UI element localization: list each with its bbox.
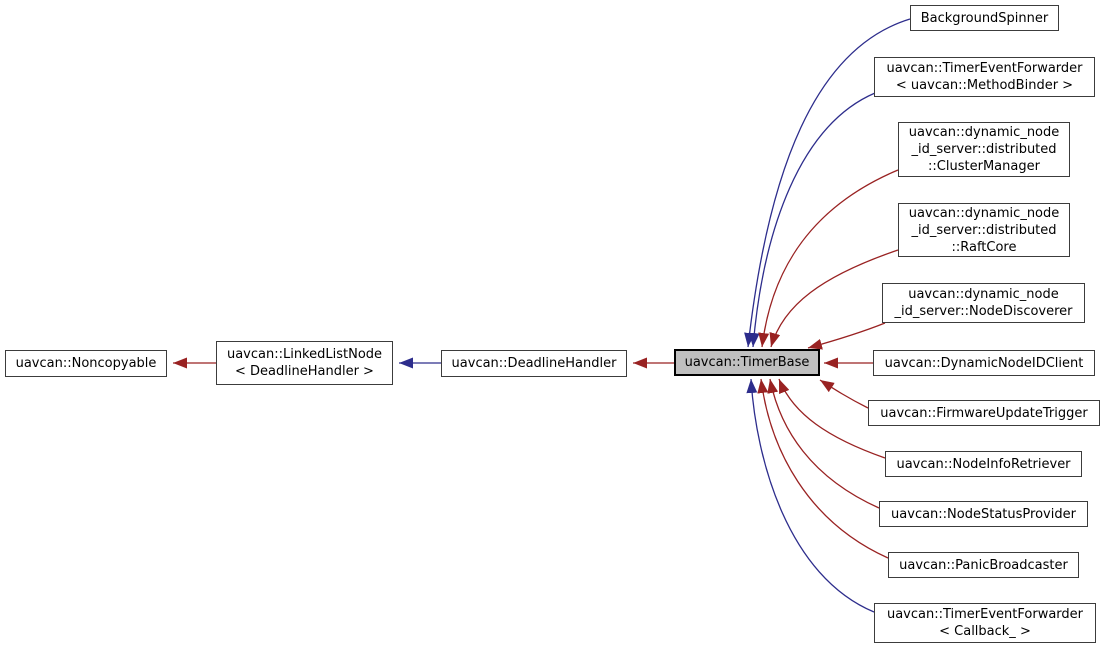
edge-cluster-manager-to-timer-base <box>758 169 899 348</box>
node-linked-list-node[interactable]: uavcan::LinkedListNode < DeadlineHandler… <box>216 341 393 385</box>
edge-node-discoverer-to-timer-base <box>807 322 886 350</box>
node-panic-broadcaster[interactable]: uavcan::PanicBroadcaster <box>888 552 1079 578</box>
node-timer-event-forwarder-callback[interactable]: uavcan::TimerEventForwarder < Callback_ … <box>874 603 1096 643</box>
edge-panic-broadcaster-to-timer-base <box>757 378 889 559</box>
node-node-status-provider[interactable]: uavcan::NodeStatusProvider <box>879 501 1088 527</box>
edge-node-status-provider-to-timer-base <box>767 378 880 509</box>
node-background-spinner[interactable]: BackgroundSpinner <box>910 5 1059 31</box>
node-node-info-retriever[interactable]: uavcan::NodeInfoRetriever <box>885 451 1082 477</box>
node-noncopyable[interactable]: uavcan::Noncopyable <box>5 350 167 377</box>
node-timer-event-forwarder-method-binder[interactable]: uavcan::TimerEventForwarder < uavcan::Me… <box>874 57 1095 97</box>
edge-background-spinner-to-timer-base <box>744 18 911 348</box>
edge-firmware-update-trigger-to-timer-base <box>819 379 869 409</box>
node-deadline-handler[interactable]: uavcan::DeadlineHandler <box>441 350 627 377</box>
node-dynamic-node-id-client[interactable]: uavcan::DynamicNodeIDClient <box>873 350 1095 376</box>
node-timer-base[interactable]: uavcan::TimerBase <box>674 349 820 376</box>
node-raft-core[interactable]: uavcan::dynamic_node _id_server::distrib… <box>898 203 1070 257</box>
node-node-discoverer[interactable]: uavcan::dynamic_node _id_server::NodeDis… <box>882 283 1085 323</box>
node-firmware-update-trigger[interactable]: uavcan::FirmwareUpdateTrigger <box>868 400 1100 426</box>
edge-timer-event-forwarder-callback-to-timer-base <box>746 378 875 613</box>
edge-raft-core-to-timer-base <box>769 249 899 348</box>
edge-node-info-retriever-to-timer-base <box>778 378 886 459</box>
edge-timer-event-forwarder-method-binder-to-timer-base <box>748 92 876 348</box>
node-cluster-manager[interactable]: uavcan::dynamic_node _id_server::distrib… <box>898 122 1070 177</box>
